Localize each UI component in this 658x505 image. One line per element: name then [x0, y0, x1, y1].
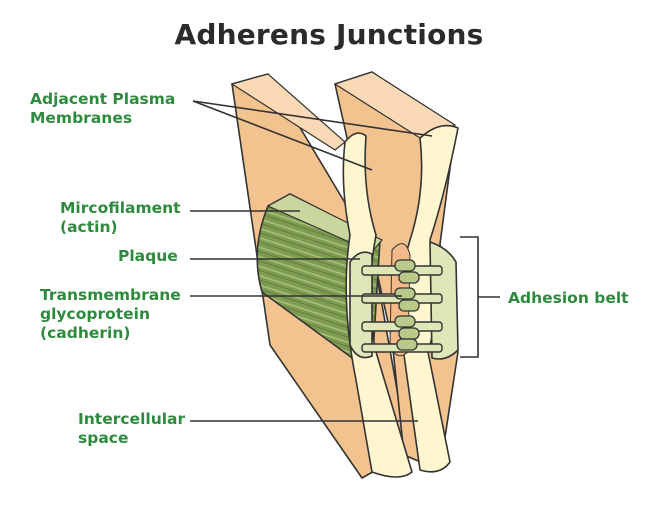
- label-line: Plaque: [118, 247, 178, 265]
- label-line: space: [78, 429, 129, 447]
- label-line: (cadherin): [40, 324, 131, 342]
- adhesion-belt-bracket: [460, 236, 479, 358]
- label-line: Transmembrane: [40, 286, 181, 304]
- label-adhesion-belt: Adhesion belt: [508, 289, 629, 308]
- label-plaque: Plaque: [118, 247, 178, 266]
- label-line: glycoprotein: [40, 305, 151, 323]
- label-line: Intercellular: [78, 410, 186, 428]
- cadherin-knobs: [394, 259, 420, 351]
- pointer-membrane-right: [192, 100, 433, 137]
- label-intercellular-space: Intercellular space: [78, 410, 185, 448]
- left-membrane: [342, 132, 413, 478]
- label-adjacent-plasma-membranes: Adjacent Plasma Membranes: [30, 90, 175, 128]
- label-line: (actin): [60, 218, 118, 236]
- label-microfilament: Mircofilament (actin): [60, 199, 181, 237]
- label-line: Membranes: [30, 109, 133, 127]
- diagram-title: Adherens Junctions: [174, 18, 484, 51]
- label-line: Mircofilament: [60, 199, 181, 217]
- label-transmembrane-glycoprotein: Transmembrane glycoprotein (cadherin): [40, 286, 181, 343]
- label-line: Adhesion belt: [508, 289, 629, 307]
- right-cell-top: [333, 71, 457, 139]
- label-line: Adjacent Plasma: [30, 90, 176, 108]
- pointer-membrane-left: [192, 100, 373, 171]
